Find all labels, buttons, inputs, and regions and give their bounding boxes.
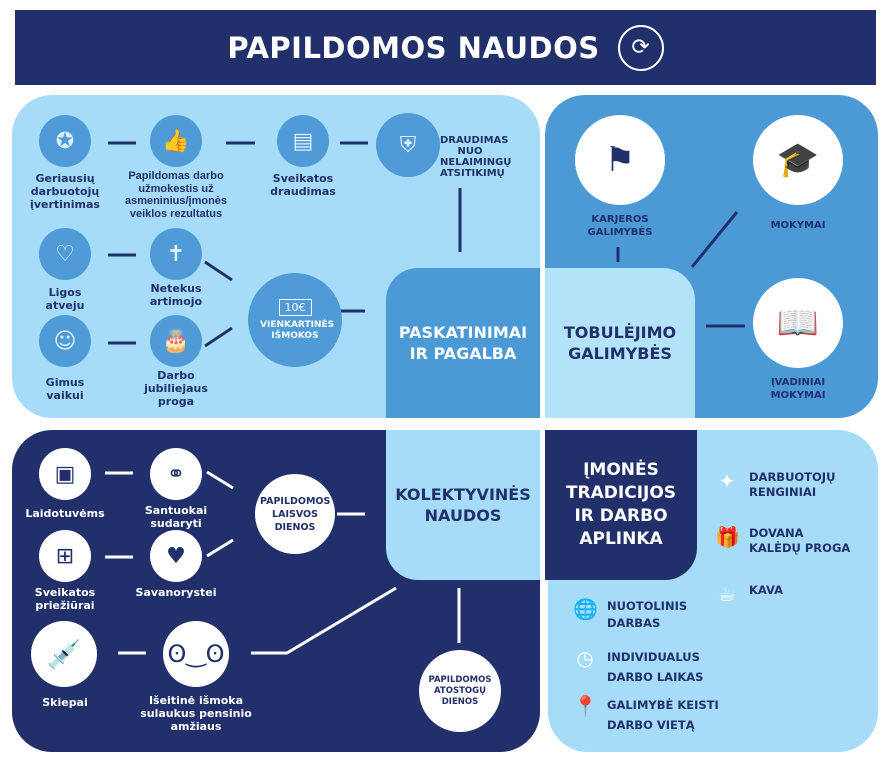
page-title: PAPILDOMOS NAUDOS <box>227 30 600 65</box>
list-item: ◷ INDIVIDUALUS DARBO LAIKAS <box>573 647 703 687</box>
item-label: Savanorystei <box>135 586 217 599</box>
item-label: DARBO VIETĄ <box>607 718 695 732</box>
item-label: Gimus vaikui <box>45 376 85 402</box>
item-label: NUOTOLINIS <box>607 599 688 613</box>
cake-icon: 🎂 <box>150 315 202 367</box>
item-label: DRAUDIMAS NUO NELAIMINGŲ ATSITIKIMŲ <box>440 135 512 179</box>
item-label: MOKYMAI <box>770 220 826 231</box>
tombstone-icon: ✝ <box>150 228 202 280</box>
category-title: PASKATINIMAI <box>398 323 528 342</box>
item-label: Laidotuvėms <box>25 507 105 520</box>
item-label: PAPILDOMOS ATOSTOGŲ DIENOS <box>428 674 492 707</box>
item-label: Išeitinė išmoka sulaukus pensinio amžiau… <box>140 694 252 733</box>
item-label: Skiepai <box>42 696 88 709</box>
first-aid-icon: ⊞ <box>39 530 91 582</box>
category-kolektyvines: KOLEKTYVINĖS NAUDOS <box>386 430 540 580</box>
category-title: TRADICIJOS <box>565 483 677 503</box>
clock-icon: ◷ <box>576 646 594 670</box>
item-label: DARBUOTOJŲ <box>749 470 836 484</box>
category-title: IR PAGALBA <box>409 344 517 363</box>
category-tobulejimo: TOBULĖJIMO GALIMYBĖS <box>545 268 695 418</box>
item-label: RENGINIAI <box>749 485 817 499</box>
item-label: KALĖDŲ PROGA <box>749 541 851 555</box>
graduation-cap-icon: 🎓 <box>753 115 843 205</box>
handshake-heart-icon: ♥ <box>150 530 202 582</box>
header-banner: PAPILDOMOS NAUDOS ⟳ <box>15 10 876 85</box>
item-label: Ligos atveju <box>45 286 85 312</box>
item-label: Netekus artimojo <box>149 282 203 308</box>
category-title: NAUDOS <box>424 506 502 525</box>
atostogu-dienos-node: PAPILDOMOS ATOSTOGŲ DIENOS <box>419 650 501 732</box>
list-item: ☕ KAVA <box>715 583 783 605</box>
item-label: Sveikatos priežiūrai <box>34 586 96 612</box>
syringe-icon: 💉 <box>31 621 97 687</box>
category-title: KOLEKTYVINĖS <box>395 485 531 504</box>
item-label: Darbo jubiliejaus proga <box>144 369 208 408</box>
award-icon: ✪ <box>39 115 91 167</box>
item-label: DARBAS <box>607 616 661 630</box>
item-label: DARBO LAIKAS <box>607 670 704 684</box>
vienkartines-ismokos-node: 10€ VIENKARTINĖS IŠMOKOS <box>248 273 342 367</box>
item-label: Sveikatos draudimas <box>270 172 336 198</box>
stairs-flag-icon: ⚑ <box>575 115 665 205</box>
laisvos-dienos-node: PAPILDOMOS LAISVOS DIENOS <box>255 474 335 554</box>
rings-icon: ⚭ <box>150 448 202 500</box>
portrait-icon: ▣ <box>39 448 91 500</box>
category-title: ĮMONĖS <box>583 460 659 480</box>
list-item: 📍 GALIMYBĖ KEISTI DARBO VIETĄ <box>573 695 719 735</box>
category-title: TOBULĖJIMO <box>563 323 677 342</box>
hand-coin-icon: ⟳ <box>617 24 664 71</box>
globe-icon: 🌐 <box>573 597 598 621</box>
heart-pulse-icon: ♡ <box>39 228 91 280</box>
item-label: Geriausių darbuotojų įvertinimas <box>30 172 100 211</box>
category-title: GALIMYBĖS <box>568 344 672 363</box>
item-label: INDIVIDUALUS <box>607 650 700 664</box>
item-label: Papildomas darbo užmokestis už asmeniniu… <box>124 170 228 220</box>
item-label: PAPILDOMOS LAISVOS DIENOS <box>260 495 331 533</box>
thumbs-up-icon: 👍 <box>150 115 202 167</box>
item-label: ĮVADINIAI MOKYMAI <box>770 377 826 401</box>
certificate-icon: ▤ <box>277 115 329 167</box>
item-label: GALIMYBĖ KEISTI <box>607 698 719 712</box>
category-title: IR DARBO <box>574 506 668 526</box>
money-hand-icon: 10€ <box>278 298 312 316</box>
item-label: KAVA <box>749 583 784 597</box>
gift-icon: 🎁 <box>715 525 740 549</box>
open-book-icon: 📖 <box>753 278 843 368</box>
item-label: Santuokai sudaryti <box>144 504 208 530</box>
category-paskatinimai: PASKATINIMAI IR PAGALBA <box>386 268 540 418</box>
category-title: APLINKA <box>579 529 663 549</box>
party-popper-icon: ✦ <box>718 469 736 493</box>
item-label: VIENKARTINĖS IŠMOKOS <box>260 319 335 341</box>
baby-icon: ☺ <box>39 315 91 367</box>
shield-hands-icon: ⛨ <box>376 113 440 177</box>
item-label: KARJEROS GALIMYBĖS <box>587 214 653 238</box>
item-label: DOVANA <box>749 526 804 540</box>
list-item: 🌐 NUOTOLINIS DARBAS <box>573 598 687 632</box>
category-imones: ĮMONĖS TRADICIJOS IR DARBO APLINKA <box>545 430 697 580</box>
glasses-mustache-icon: ʘ‿ʘ <box>163 621 229 687</box>
coffee-cup-icon: ☕ <box>718 582 736 606</box>
location-pin-icon: 📍 <box>573 694 598 718</box>
